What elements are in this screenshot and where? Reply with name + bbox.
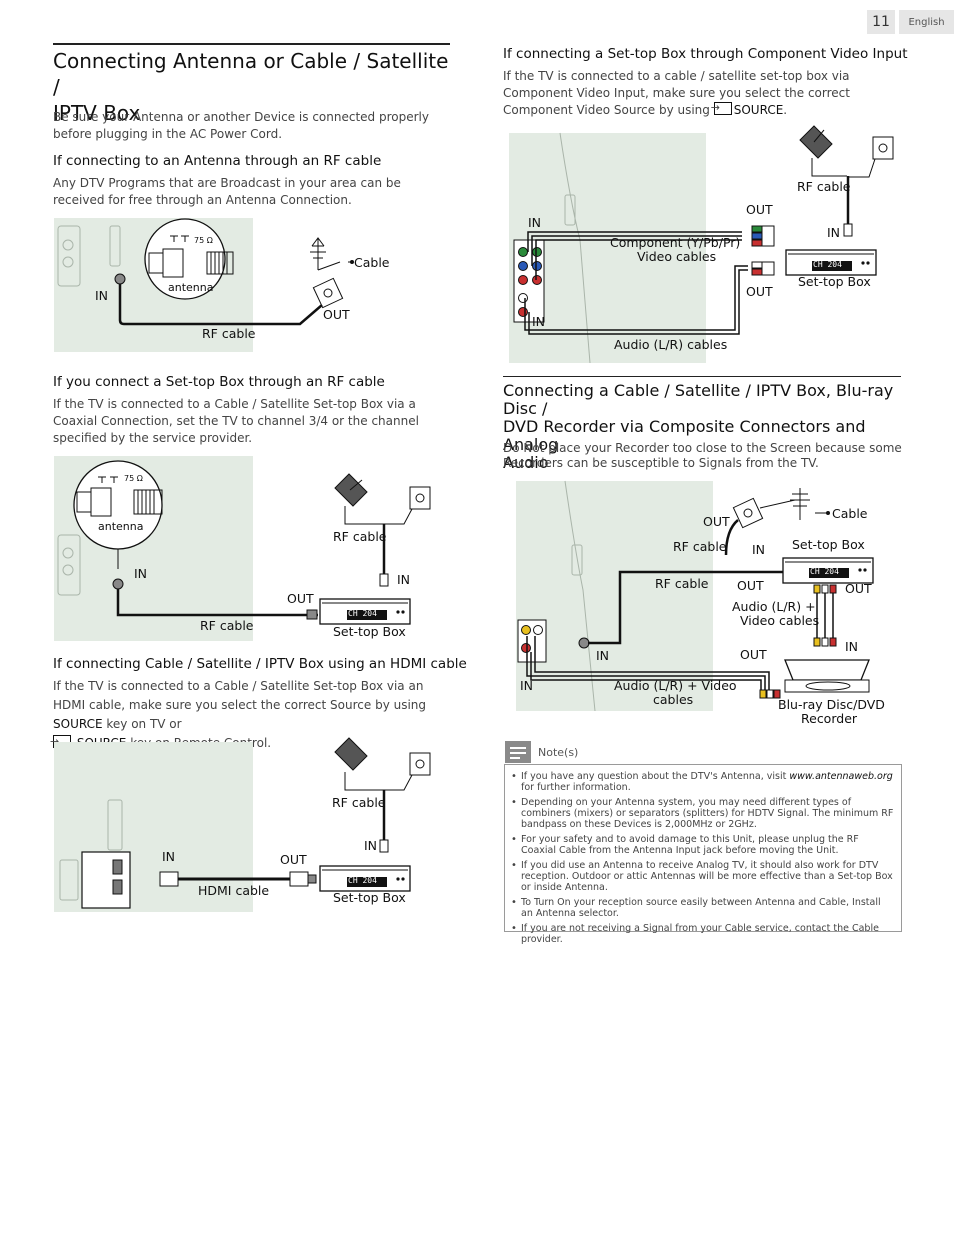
s1-ohm-label: 75 Ω — [194, 236, 213, 245]
s3-out-label: OUT — [280, 852, 307, 867]
s5-rule — [503, 376, 901, 377]
s3-stb-display: CH 204 — [348, 876, 377, 885]
s5-out-stb2-label: OUT — [845, 581, 872, 596]
note-item: Depending on your Antenna system, you ma… — [509, 797, 895, 830]
s4-heading: If connecting a Set-top Box through Comp… — [503, 46, 908, 62]
notes-title: Note(s) — [538, 746, 579, 759]
s4-source: SOURCE — [733, 103, 784, 117]
s5-heading-line3: Audio — [503, 453, 549, 472]
s1-out-label: OUT — [323, 307, 350, 322]
s5-in-rec-label: IN — [845, 639, 859, 654]
s2-ohm-label: 75 Ω — [124, 474, 143, 483]
s5-recorder-label-1: Blu-ray Disc/DVD — [778, 697, 885, 712]
s4-out-bottom-label: OUT — [746, 284, 773, 299]
s1-in-label: IN — [95, 288, 109, 303]
s4-in-bottom-label: IN — [532, 314, 546, 329]
s3-in-label: IN — [162, 849, 176, 864]
note-item: If you did use an Antenna to receive Ana… — [509, 860, 895, 893]
s5-out-rec-label: OUT — [740, 647, 767, 662]
s5-heading-line1: Connecting a Cable / Satellite / IPTV Bo… — [503, 381, 894, 418]
s2-rf-cable-top-label: RF cable — [333, 529, 387, 544]
page-title: Connecting Antenna or Cable / Satellite … — [53, 48, 453, 126]
s5-stb-display: CH 204 — [810, 567, 839, 576]
s4-in-top-label: IN — [528, 215, 542, 230]
s4-text: If the TV is connected to a cable / sate… — [503, 68, 903, 119]
s2-antenna-label: antenna — [98, 520, 144, 533]
s3-heading: If connecting Cable / Satellite / IPTV B… — [53, 656, 467, 672]
s5-rf-cable-a-label: RF cable — [673, 539, 727, 554]
s1-text: Any DTV Programs that are Broadcast in y… — [53, 176, 401, 207]
s4-out-top-label: OUT — [746, 202, 773, 217]
s4-text-a: If the TV is connected to a cable / sate… — [503, 69, 850, 117]
s5-heading: Connecting a Cable / Satellite / IPTV Bo… — [503, 382, 903, 472]
note-item: If you are not receiving a Signal from y… — [509, 923, 895, 945]
note-item: For your safety and to avoid damage to t… — [509, 834, 895, 856]
s2-text: If the TV is connected to a Cable / Sate… — [53, 397, 419, 445]
s5-cable-label: Cable — [832, 506, 868, 521]
note-1-text-a: If you have any question about the DTV's… — [521, 771, 787, 782]
s1-cable-label: Cable — [354, 255, 390, 270]
s3-source1: SOURCE — [53, 717, 103, 731]
s4-rf-cable-label: RF cable — [797, 179, 851, 194]
s5-in-stb-label: IN — [752, 542, 766, 557]
page-title-line1: Connecting Antenna or Cable / Satellite … — [53, 49, 449, 99]
s2-heading: If you connect a Set-top Box through an … — [53, 374, 385, 390]
s2-in-label: IN — [134, 566, 148, 581]
page-title-line2: IPTV Box — [53, 101, 141, 125]
intro-text: Be sure your Antenna or another Device i… — [53, 110, 429, 141]
antennaweb-link[interactable]: www.antennaweb.org — [789, 771, 893, 782]
title-rule — [53, 43, 450, 45]
s4-text-b: . — [783, 103, 788, 117]
s5-in-tv-label: IN — [596, 648, 610, 663]
s5-text: Do Not place your Recorder too close to … — [503, 441, 902, 470]
s4-audio-cables-label: Audio (L/R) cables — [614, 337, 728, 352]
s5-recorder-label-2: Recorder — [801, 711, 858, 726]
s3-stb-label: Set-top Box — [333, 890, 406, 905]
page-number: 11 — [867, 10, 895, 34]
note-item: To Turn On your reception source easily … — [509, 897, 895, 919]
s5-av-b-label-2: cables — [653, 692, 694, 707]
s1-heading: If connecting to an Antenna through an R… — [53, 153, 382, 169]
s4-stb-display: CH 204 — [813, 260, 842, 269]
s2-stb-label: Set-top Box — [333, 624, 406, 639]
s5-av-cables-label-1: Audio (L/R) + — [732, 599, 816, 614]
s2-rf-cable-label: RF cable — [200, 618, 254, 633]
notes-list: If you have any question about the DTV's… — [505, 765, 901, 945]
notes-box: If you have any question about the DTV's… — [504, 764, 902, 945]
s1-zoom-circle — [144, 218, 226, 300]
s5-out-stb-label: OUT — [737, 578, 764, 593]
s3-hdmi-cable-label: HDMI cable — [198, 883, 270, 898]
s5-heading-line2: DVD Recorder via Composite Connectors an… — [503, 417, 866, 454]
s4-component-label-2: Video cables — [637, 249, 717, 264]
s2-in-right-label: IN — [397, 572, 411, 587]
s3-text-b: key on TV or — [106, 717, 182, 731]
s5-out-wall-label: OUT — [703, 514, 730, 529]
s4-component-label-1: Component (Y/Pb/Pr) — [610, 235, 741, 250]
s2-stb-display: CH 204 — [348, 609, 377, 618]
s2-out-label: OUT — [287, 591, 314, 606]
language-tab: English — [899, 10, 954, 34]
s5-in-bottom-label: IN — [520, 678, 534, 693]
s3-text-a: If the TV is connected to a Cable / Sate… — [53, 679, 427, 712]
note-item: If you have any question about the DTV's… — [509, 771, 895, 793]
s5-av-cables-label-2: Video cables — [740, 613, 820, 628]
s4-stb-label: Set-top Box — [798, 274, 871, 289]
s4-in-stb-label: IN — [827, 225, 841, 240]
s3-in-right-label: IN — [364, 838, 378, 853]
note-icon — [505, 741, 531, 763]
s3-rf-cable-label: RF cable — [332, 795, 386, 810]
s5-rf-cable-b-label: RF cable — [655, 576, 709, 591]
s5-av-b-label-1: Audio (L/R) + Video — [614, 678, 737, 693]
s5-stb-label: Set-top Box — [792, 537, 865, 552]
s1-antenna-label: antenna — [168, 281, 214, 294]
s1-rf-cable-label: RF cable — [202, 326, 256, 341]
note-1-text-b: for further information. — [521, 782, 631, 793]
source-icon — [711, 99, 732, 116]
